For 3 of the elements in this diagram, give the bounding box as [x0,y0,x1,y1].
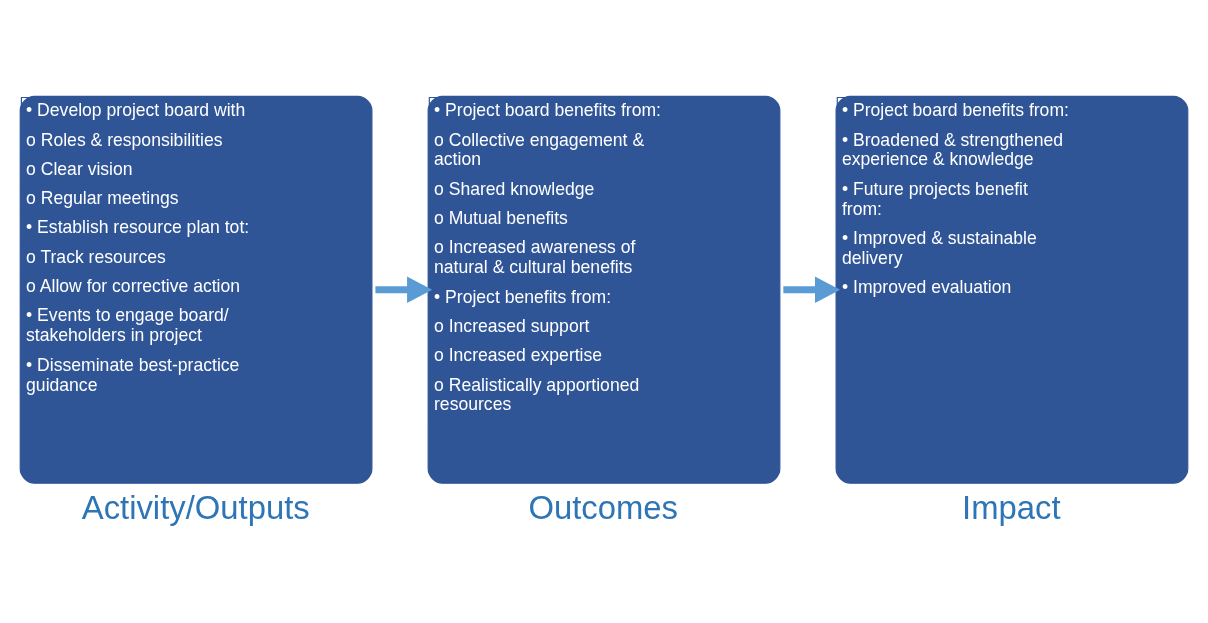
node-label: Impact [962,488,1061,526]
node-label: Outcomes [528,488,678,526]
node-label: Activity/Outputs [81,488,310,526]
